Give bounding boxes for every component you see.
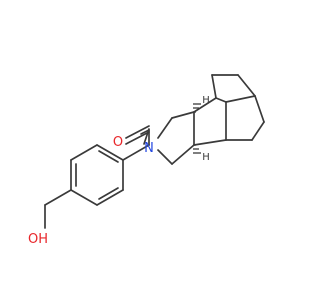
carbonyl-oxygen-label: O — [113, 135, 123, 150]
structure-diagram: O N OH H H — [28, 74, 265, 247]
bond-cage-4 — [193, 139, 227, 146]
bond-ring-linker — [122, 144, 150, 161]
bond-ring-4 — [70, 189, 98, 206]
double-bond-inner-2 — [98, 187, 119, 200]
bond-carbonyl-2 — [125, 131, 150, 145]
bond-carbonyl-1 — [125, 125, 150, 139]
bond-cage-1 — [193, 97, 217, 113]
stereo-h-bottom-label: H — [202, 152, 210, 163]
stereo-h-top-label: H — [202, 95, 210, 106]
nitrogen-label: N — [144, 141, 154, 156]
molecule-canvas: O N OH H H — [28, 74, 265, 247]
bond-cage-5 — [211, 74, 217, 99]
bond-cage-10 — [251, 121, 265, 141]
hashed-wedge-top — [193, 103, 201, 113]
bond-cage-9 — [254, 95, 265, 123]
bond-ring-3 — [96, 189, 124, 206]
hashed-wedge-bottom — [193, 144, 201, 154]
bond-cage-2 — [215, 97, 227, 103]
bond-n-c1 — [157, 117, 173, 139]
bond-c4-n — [157, 149, 173, 165]
bicyclooctane-cage — [193, 74, 265, 146]
pyrrolidine-ring — [157, 111, 195, 165]
bond-cage-8 — [225, 95, 256, 103]
bond-cage-7 — [237, 74, 256, 97]
bond-c3-c4 — [171, 144, 195, 165]
bond-c1-c2 — [171, 111, 195, 119]
bond-ring-1 — [96, 144, 124, 161]
double-bond-inner-1 — [98, 150, 119, 163]
bond-ring-ch2 — [44, 189, 72, 206]
bond-carbonyl-n — [143, 128, 150, 145]
benzene-ring — [70, 144, 124, 206]
hydroxyl-label: OH — [28, 232, 48, 247]
bond-ring-6 — [70, 144, 98, 161]
